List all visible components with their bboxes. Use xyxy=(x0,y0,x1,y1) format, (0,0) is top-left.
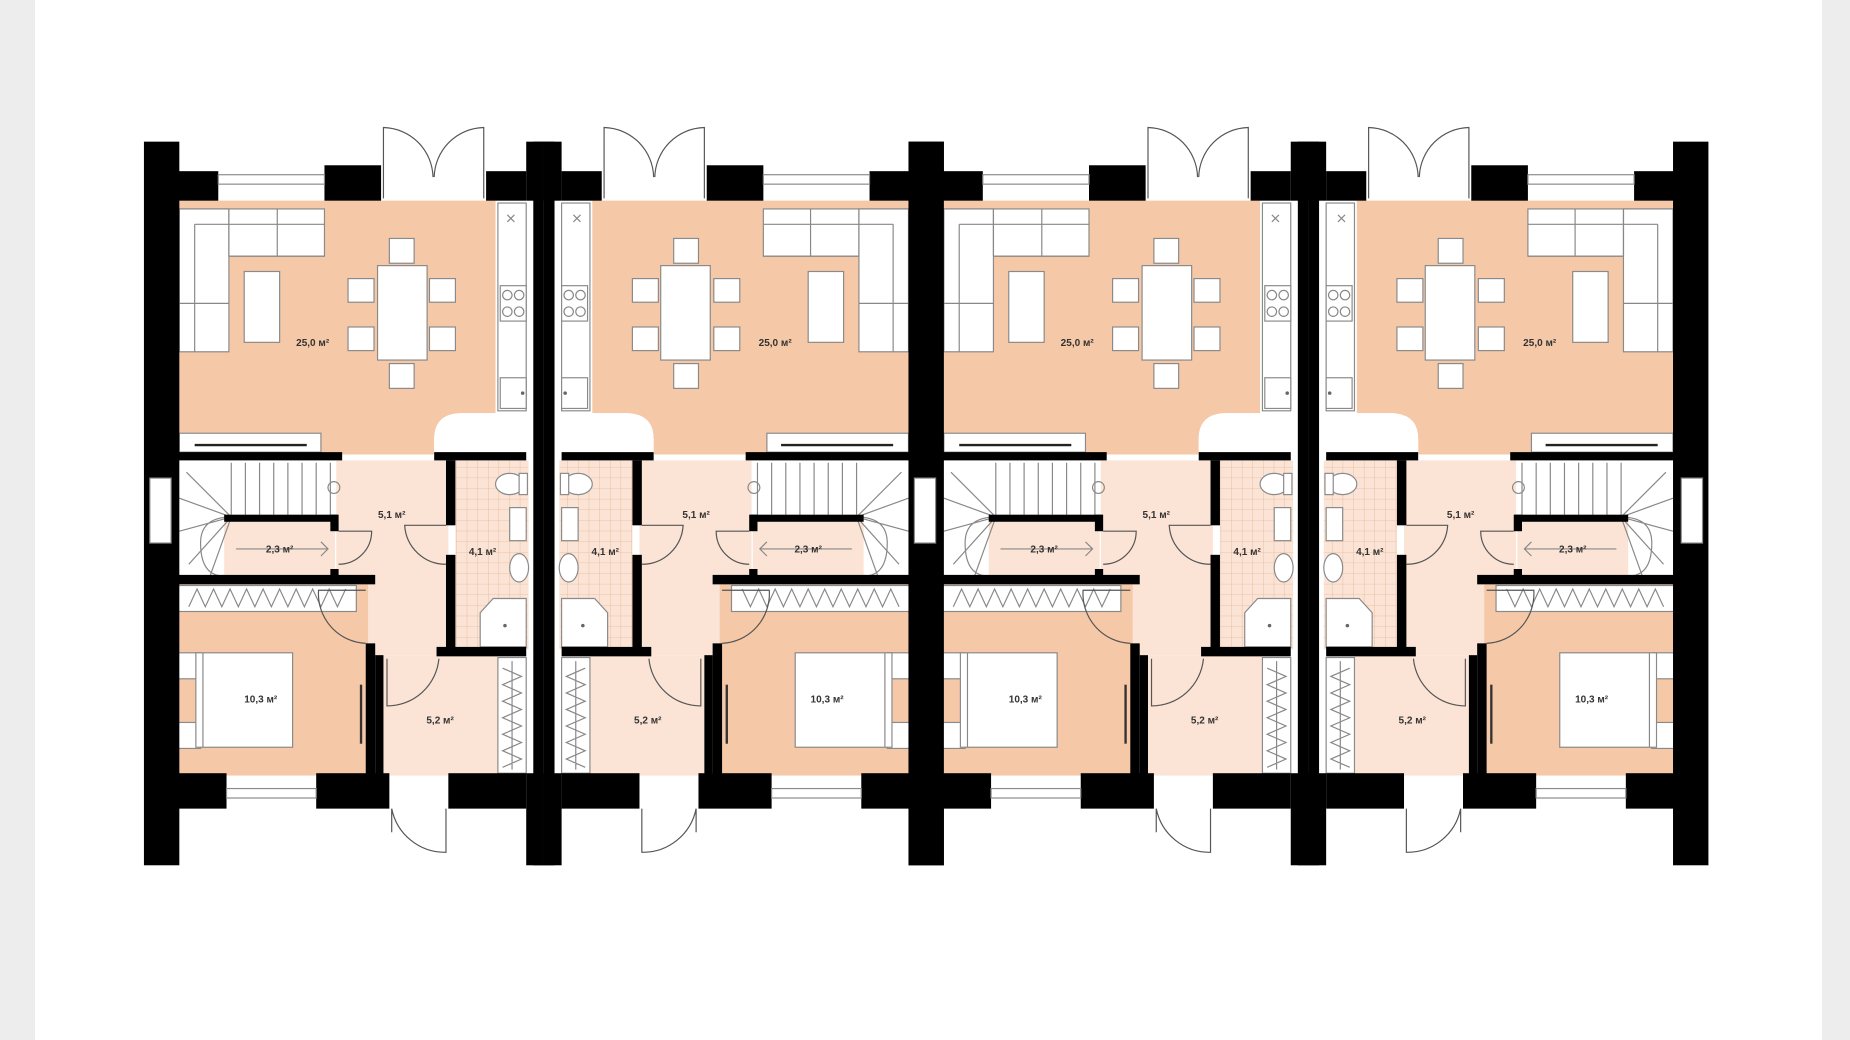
living-room-label: 25,0 м² xyxy=(296,338,330,349)
bathroom-label: 4,1 м² xyxy=(1233,547,1261,558)
units-layer xyxy=(142,126,1710,867)
hall-label: 5,1 м² xyxy=(1143,510,1171,521)
entrance-label: 5,2 м² xyxy=(634,716,662,727)
bedroom-label: 10,3 м² xyxy=(1575,694,1609,705)
bedroom-label: 10,3 м² xyxy=(1009,694,1043,705)
unit-3 xyxy=(907,126,1310,867)
bathroom-label: 4,1 м² xyxy=(469,547,497,558)
storage-label: 2,3 м² xyxy=(1030,544,1058,555)
hall-label: 5,1 м² xyxy=(1447,510,1475,521)
page-edge-right xyxy=(1822,0,1850,1040)
entrance-label: 5,2 м² xyxy=(1191,716,1219,727)
living-room-label: 25,0 м² xyxy=(759,338,793,349)
living-room-label: 25,0 м² xyxy=(1061,338,1095,349)
bedroom-label: 10,3 м² xyxy=(811,694,845,705)
storage-label: 2,3 м² xyxy=(794,544,822,555)
unit-2 xyxy=(542,126,946,867)
hall-label: 5,1 м² xyxy=(378,510,406,521)
entrance-label: 5,2 м² xyxy=(426,716,454,727)
living-room-label: 25,0 м² xyxy=(1523,338,1557,349)
bathroom-label: 4,1 м² xyxy=(1356,547,1384,558)
storage-label: 2,3 м² xyxy=(266,544,294,555)
entrance-label: 5,2 м² xyxy=(1399,716,1427,727)
bathroom-label: 4,1 м² xyxy=(592,547,620,558)
unit-4 xyxy=(1307,126,1710,867)
unit-1 xyxy=(142,126,546,867)
hall-label: 5,1 м² xyxy=(682,510,710,521)
room-labels: 25,0 м² 5,1 м² 2,3 м² 4,1 м² 10,3 м² 5,2 м² 25… xyxy=(244,338,1609,727)
storage-label: 2,3 м² xyxy=(1559,544,1587,555)
bedroom-label: 10,3 м² xyxy=(244,694,278,705)
page-edge-left xyxy=(0,0,35,1040)
